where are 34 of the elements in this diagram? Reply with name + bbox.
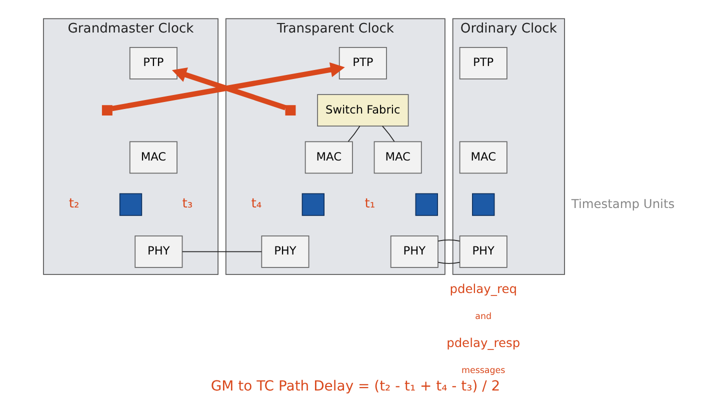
node-box: PTP — [128, 47, 177, 80]
node-box: MAC — [304, 141, 352, 174]
node-box — [472, 193, 494, 216]
node-box: PTP — [338, 47, 386, 80]
node-box: PHY — [458, 236, 507, 268]
node-label: t₁ — [364, 196, 375, 212]
node-box: PHY — [260, 236, 309, 268]
node-box: PHY — [390, 236, 438, 268]
node-box: PHY — [134, 236, 182, 268]
connector — [181, 251, 262, 252]
label: Timestamp Units — [570, 196, 674, 211]
node-box: PTP — [458, 47, 507, 80]
node-box: MAC — [458, 141, 507, 174]
label: and — [474, 312, 492, 322]
caption: GM to TC Path Delay = (t₂ - t₁ + t₄ - t₃) / 2 — [210, 378, 500, 394]
node-label: t₃ — [182, 196, 192, 212]
connector — [347, 126, 360, 142]
node-box — [101, 105, 112, 116]
label: pdelay_req — [449, 282, 516, 296]
label: pdelay_resp — [446, 336, 520, 350]
connector — [437, 239, 460, 264]
node-box — [118, 193, 142, 216]
arrow — [171, 68, 286, 110]
node-box — [301, 193, 324, 216]
connector — [381, 126, 394, 142]
node-label: t₄ — [250, 196, 262, 212]
node-box — [414, 193, 438, 216]
arrow — [111, 62, 344, 112]
node-label: t₂ — [68, 196, 79, 212]
label: messages — [461, 366, 505, 376]
node-box: Switch Fabric — [316, 94, 408, 126]
node-box — [284, 105, 296, 116]
node-box: MAC — [373, 141, 422, 174]
node-box: MAC — [128, 141, 177, 174]
